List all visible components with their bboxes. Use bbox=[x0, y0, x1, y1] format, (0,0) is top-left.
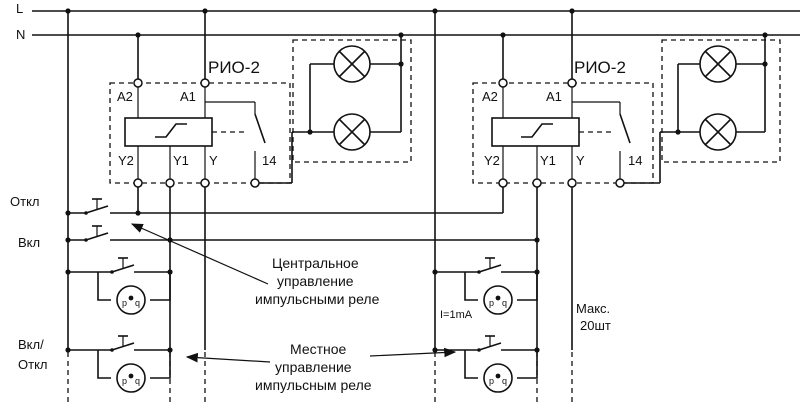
relay-2-a1-label: A1 bbox=[546, 89, 562, 104]
relay-1-housing bbox=[109, 82, 291, 184]
relay-1-y2-terminal bbox=[133, 178, 143, 188]
relay-2-out-label: 14 bbox=[628, 153, 642, 168]
local-button-1b bbox=[109, 335, 135, 353]
on-off-label-line1: Вкл/ bbox=[18, 337, 44, 352]
relay-1-y1-terminal bbox=[165, 178, 175, 188]
local-note-line2: управление bbox=[275, 359, 352, 375]
rail-n-label: N bbox=[16, 27, 25, 42]
relay-1-out-label: 14 bbox=[262, 153, 276, 168]
local-button-1a bbox=[109, 257, 135, 275]
relay-2-out-terminal bbox=[615, 178, 625, 188]
relay-2-a2-terminal bbox=[498, 78, 508, 88]
current-label: I=1mA bbox=[440, 309, 473, 321]
relay-2-a2-label: A2 bbox=[482, 89, 498, 104]
left-bus bbox=[65, 11, 438, 403]
relay-1-title: РИО-2 bbox=[208, 58, 260, 77]
power-rails: L N bbox=[16, 1, 800, 42]
annotations: Откл Вкл Вкл/ Откл Центральное управлени… bbox=[10, 194, 611, 393]
central-note-arrow bbox=[130, 223, 269, 285]
on-off-label-line2: Откл bbox=[18, 357, 48, 372]
relay-1: РИО-2 A2 A1 Y2 Y1 Y 14 bbox=[109, 11, 412, 188]
local-note-line3: импульсным реле bbox=[255, 377, 372, 393]
relay-1-coil bbox=[124, 117, 213, 147]
relay-1-y-label: Y bbox=[209, 153, 218, 168]
relay-2-contact bbox=[619, 113, 631, 144]
central-off-button bbox=[83, 198, 109, 216]
local-lamp-2b bbox=[483, 363, 513, 393]
relay-2-housing bbox=[472, 82, 654, 184]
central-on-button bbox=[83, 225, 109, 243]
local-note-arrow-right bbox=[369, 347, 457, 358]
relay-2-y1-terminal bbox=[532, 178, 542, 188]
relay-1-y1-label: Y1 bbox=[173, 153, 189, 168]
local-button-2b bbox=[476, 335, 502, 353]
rail-l-label: L bbox=[16, 1, 23, 16]
local-lamp-1a bbox=[116, 285, 146, 315]
relay-1-a2-terminal bbox=[133, 78, 143, 88]
control-wiring bbox=[68, 187, 573, 403]
relay-1-contact bbox=[254, 113, 266, 144]
relay-2-title: РИО-2 bbox=[574, 58, 626, 77]
local-note-line1: Местное bbox=[290, 341, 347, 357]
local-note-arrow-left bbox=[185, 352, 271, 363]
local-button-2a bbox=[476, 257, 502, 275]
central-note-line2: управление bbox=[277, 273, 354, 289]
local-lamp-1b bbox=[116, 363, 146, 393]
relay-2: РИО-2 A2 A1 Y2 Y1 Y 14 bbox=[472, 11, 781, 188]
local-lamp-2a bbox=[483, 285, 513, 315]
on-label: Вкл bbox=[18, 235, 40, 250]
off-label: Откл bbox=[10, 194, 40, 209]
relay-2-y-terminal bbox=[567, 178, 577, 188]
relay-1-out-terminal bbox=[250, 178, 260, 188]
relay-1-a1-label: A1 bbox=[180, 89, 196, 104]
relay-1-y2-label: Y2 bbox=[118, 153, 134, 168]
relay-2-y1-label: Y1 bbox=[540, 153, 556, 168]
central-note-line3: импульсными реле bbox=[255, 291, 380, 307]
max-label-line2: 20шт bbox=[580, 318, 611, 333]
relay-1-y-terminal bbox=[200, 178, 210, 188]
central-note-line1: Центральное bbox=[272, 255, 359, 271]
relay-2-y2-label: Y2 bbox=[484, 153, 500, 168]
relay-1-a1-terminal bbox=[200, 78, 210, 88]
relay-2-y-label: Y bbox=[576, 153, 585, 168]
relay-2-y2-terminal bbox=[498, 178, 508, 188]
relay-1-a2-label: A2 bbox=[117, 89, 133, 104]
max-label-line1: Макс. bbox=[576, 301, 610, 316]
relay-2-a1-terminal bbox=[567, 78, 577, 88]
